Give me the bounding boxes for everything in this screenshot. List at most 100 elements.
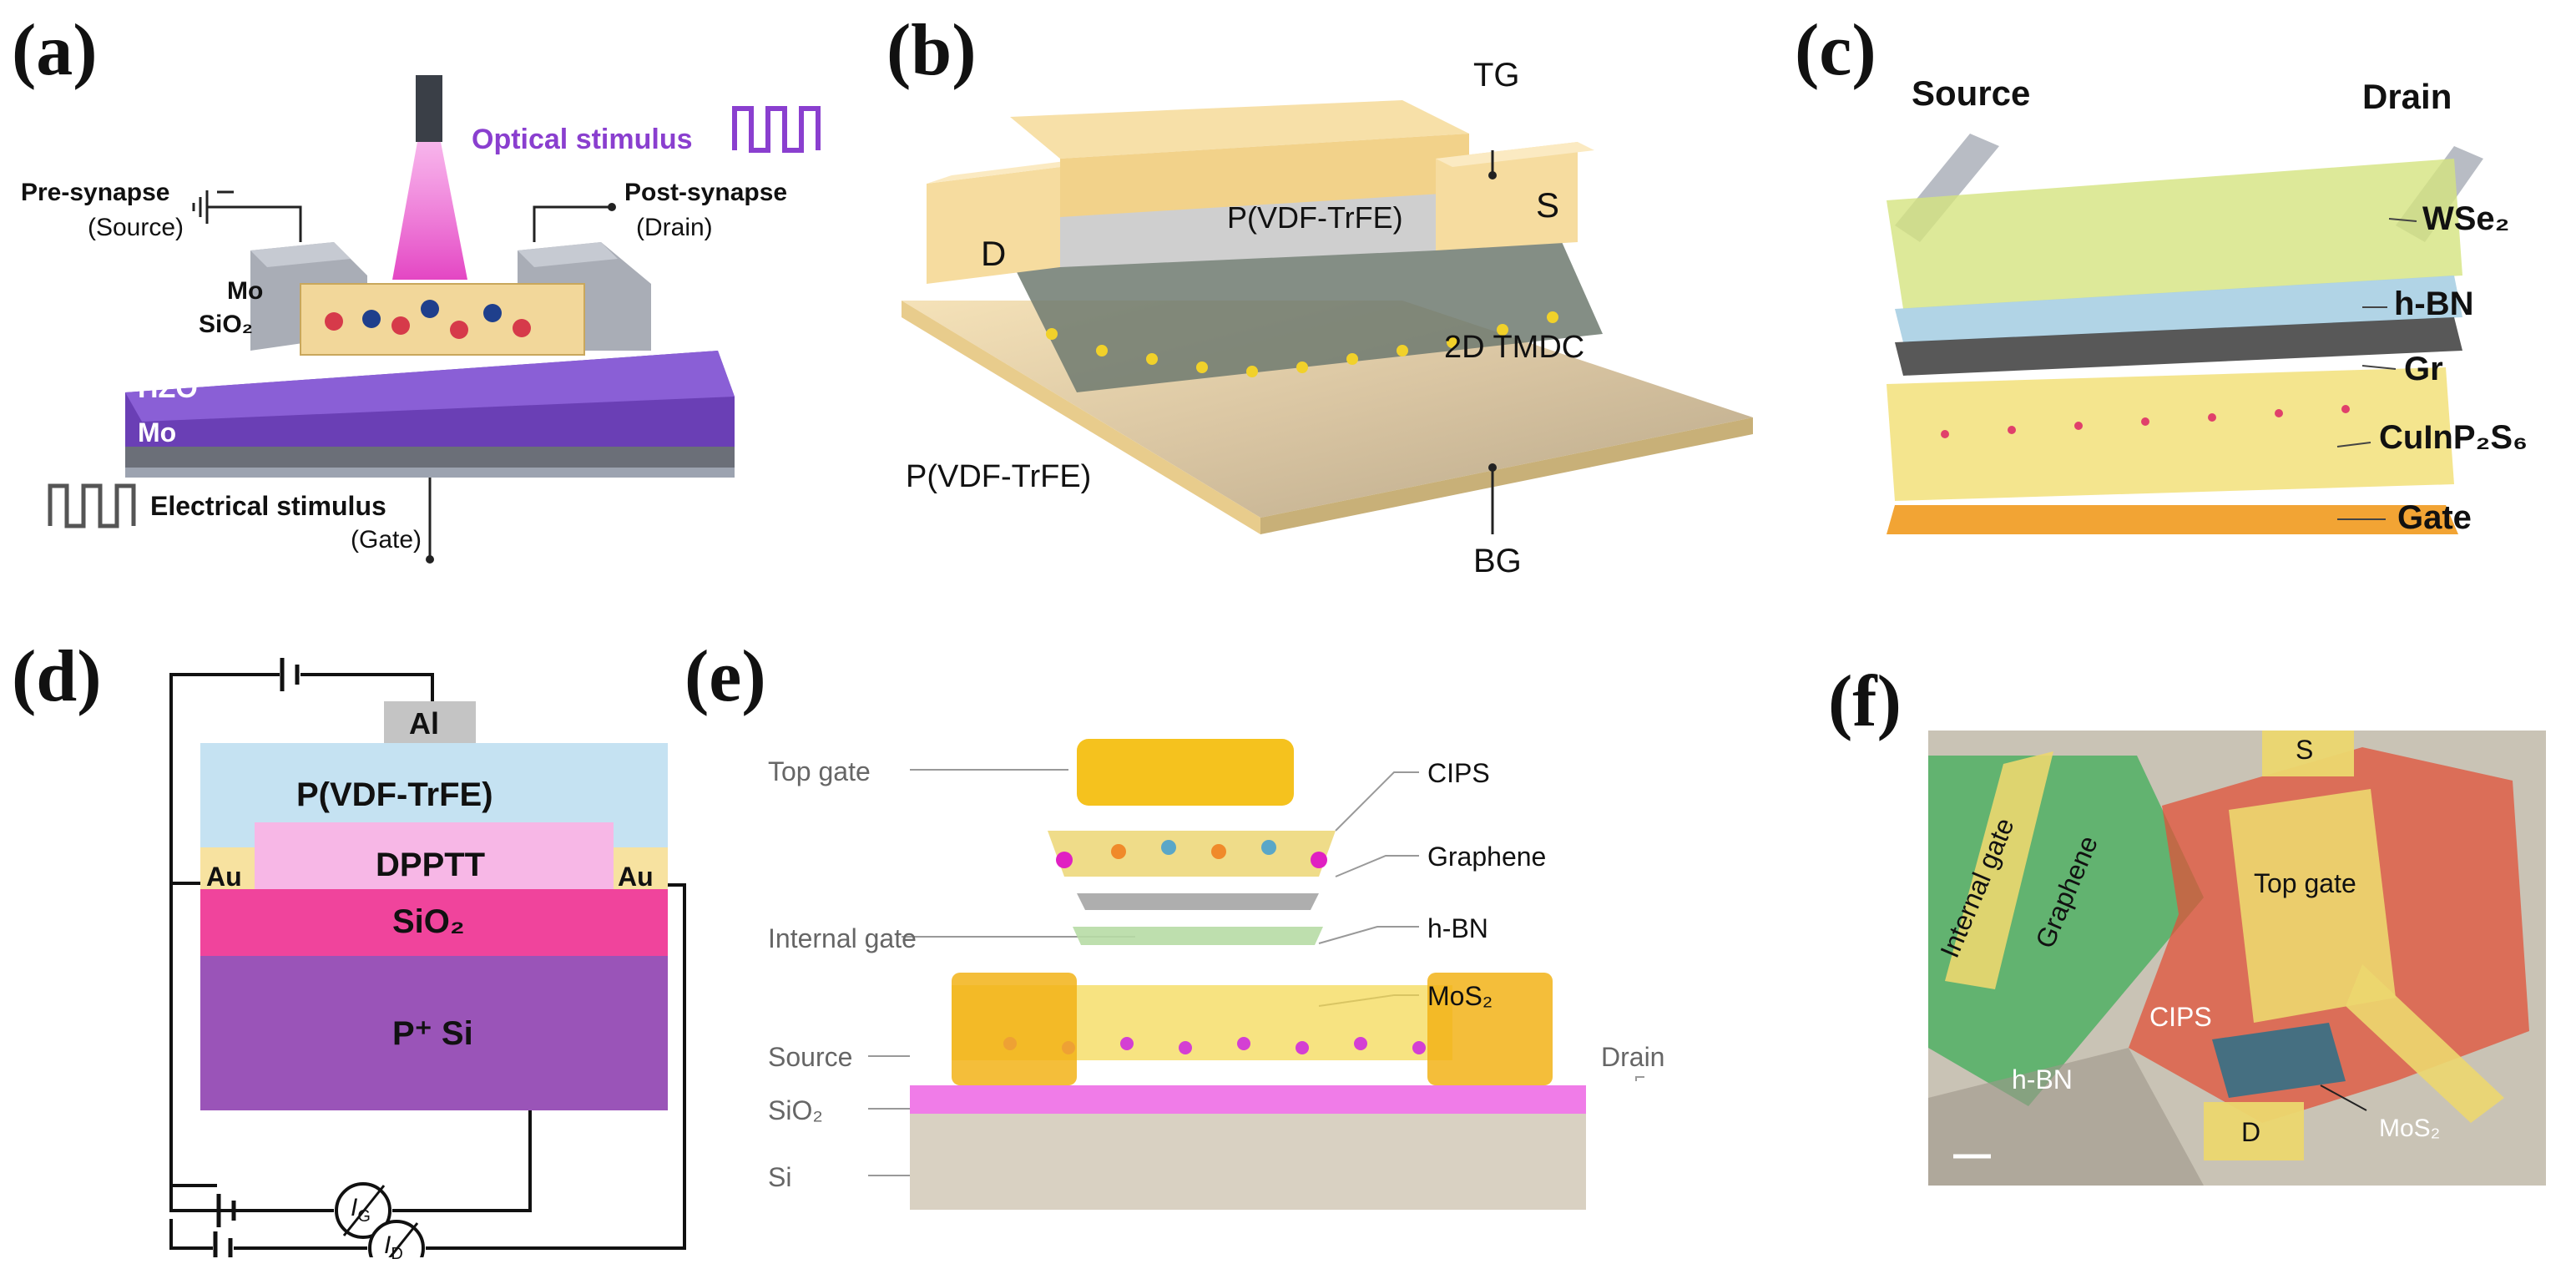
internal-gate-label: Internal gate: [768, 923, 917, 953]
ig-letter: I: [351, 1194, 358, 1221]
panel-e: Top gate CIPS Graphene Internal gate h-B…: [735, 635, 1845, 1257]
mos2-label: MoS₂: [1427, 981, 1493, 1011]
source-paren-label: (Source): [88, 214, 184, 241]
panel-label-a: (a): [12, 10, 98, 91]
cips-atoms: [1056, 840, 1327, 868]
panel-a-diagram: [48, 75, 821, 564]
cips-layer: [1048, 831, 1336, 877]
source-label: Source: [1912, 73, 2031, 113]
id-subscript: D: [391, 1245, 403, 1263]
sio2-layer: [910, 1085, 1586, 1114]
graphene-layer: [1077, 893, 1319, 910]
d-electrode: [2204, 1102, 2304, 1160]
cips-label: CIPS: [2149, 1002, 2212, 1032]
panel-label-f: (f): [1828, 661, 1902, 742]
tg-label: TG: [1473, 57, 1520, 94]
al-electrode: [384, 701, 476, 743]
gate-paren-label: (Gate): [351, 526, 422, 554]
sio2-label: SiO₂: [199, 311, 254, 338]
id-letter: I: [384, 1231, 391, 1259]
substrate-base: [125, 468, 735, 478]
gr-layer: [1895, 317, 2462, 376]
panel-c-diagram: [1887, 134, 2483, 534]
top-gate-label: Top gate: [768, 756, 871, 786]
dpptt-label: DPPTT: [376, 847, 486, 883]
d-label: D: [981, 234, 1007, 273]
optical-fiber-icon: [416, 75, 442, 142]
psi-layer: [200, 956, 668, 1110]
hbn-label: h-BN: [2394, 286, 2474, 322]
ig-label: IG: [351, 1194, 371, 1226]
panel-e-diagram: [868, 739, 1644, 1210]
s-label: S: [2296, 735, 2314, 765]
panel-f-micrograph: [1928, 731, 2546, 1186]
mos2-label: MoS₂: [2379, 1115, 2441, 1142]
panel-label-b: (b): [886, 10, 977, 91]
optical-stimulus-label: Optical stimulus: [472, 124, 693, 155]
electrical-stimulus-label: Electrical stimulus: [150, 491, 386, 521]
top-gate-region: [2229, 789, 2396, 1023]
hbn-label: h-BN: [2012, 1064, 2073, 1095]
drain-paren-label: (Drain): [636, 214, 713, 241]
bg-label: BG: [1473, 543, 1522, 579]
electrical-pulse-icon: [48, 483, 136, 528]
sio2-layer: [200, 889, 668, 956]
panel-label-e: (e): [684, 636, 766, 717]
panel-f: S Internal gate Graphene Top gate CIPS h…: [1928, 731, 2546, 1186]
cips-atoms: [1941, 405, 2350, 438]
light-beam: [392, 142, 467, 280]
panel-label-d: (d): [12, 636, 102, 717]
drain-electrode: [1427, 973, 1553, 1085]
id-label: ID: [384, 1231, 403, 1264]
dpptt-layer: [255, 822, 614, 889]
si-layer: [910, 1114, 1586, 1210]
charges: [325, 300, 531, 339]
s-label: S: [1536, 185, 1560, 225]
panel-d-diagram: [169, 658, 686, 1264]
sio2-label: SiO₂: [392, 903, 465, 940]
tmdc-label: 2D TMDC: [1444, 330, 1585, 365]
s-electrode: [2262, 731, 2354, 776]
au-right-electrode: [614, 847, 668, 889]
top-gate-label: Top gate: [2254, 868, 2356, 898]
ground-icon: [192, 190, 209, 224]
psi-label: P⁺ Si: [392, 1015, 473, 1052]
battery-icon-top: [280, 658, 300, 691]
mos2-region: [2212, 1023, 2346, 1098]
mo-bottom-label: Mo: [138, 417, 177, 447]
panel-label-c: (c): [1795, 10, 1876, 91]
wse2-layer: [1887, 159, 2462, 309]
hbn-layer: [1895, 276, 2462, 342]
post-synapse-label: Post-synapse: [624, 179, 788, 206]
panel-a: Optical stimulus Pre-synapse (Source) Po…: [0, 0, 868, 618]
top-gate-electrode: [1010, 100, 1469, 159]
au-left-label: Au: [206, 862, 242, 892]
hzo-label: HZO: [138, 372, 198, 404]
pre-synapse-label: Pre-synapse: [21, 179, 170, 206]
pvdf-bottom-label: P(VDF-TrFE): [906, 459, 1092, 494]
au-right-label: Au: [618, 862, 654, 892]
source-electrode: [952, 973, 1077, 1085]
source-electrode: [1436, 142, 1578, 250]
tmdc-atoms: [1046, 311, 1558, 377]
drain-electrode: [927, 167, 1060, 284]
panel-c: Source Drain WSe₂ h-BN Gr CuInP₂S₆ Gate: [1795, 0, 2576, 618]
optical-pulse-icon: [732, 106, 821, 153]
gate-label: Gate: [2397, 499, 2472, 536]
ig-subscript: G: [357, 1207, 371, 1226]
cips-label: CIPS: [1427, 758, 1490, 788]
hbn-label: h-BN: [1427, 913, 1488, 943]
wse2-label: WSe₂: [2422, 200, 2510, 237]
drain-label: Drain: [2362, 77, 2452, 116]
cips-layer: [1887, 367, 2454, 501]
channel: [300, 283, 585, 356]
source-label: Source: [768, 1042, 853, 1072]
al-label: Al: [409, 706, 439, 741]
gr-label: Gr: [2404, 351, 2443, 387]
si-label: Si: [768, 1162, 792, 1192]
drain-label: Drain: [1601, 1042, 1665, 1072]
panel-b-diagram: [902, 100, 1753, 534]
battery-icon-gate: [216, 1194, 236, 1227]
panel-b: TG D P(VDF-TrFE) S 2D TMDC P(VDF-TrFE) B…: [868, 0, 1795, 618]
graphene-label: Graphene: [1427, 842, 1547, 872]
